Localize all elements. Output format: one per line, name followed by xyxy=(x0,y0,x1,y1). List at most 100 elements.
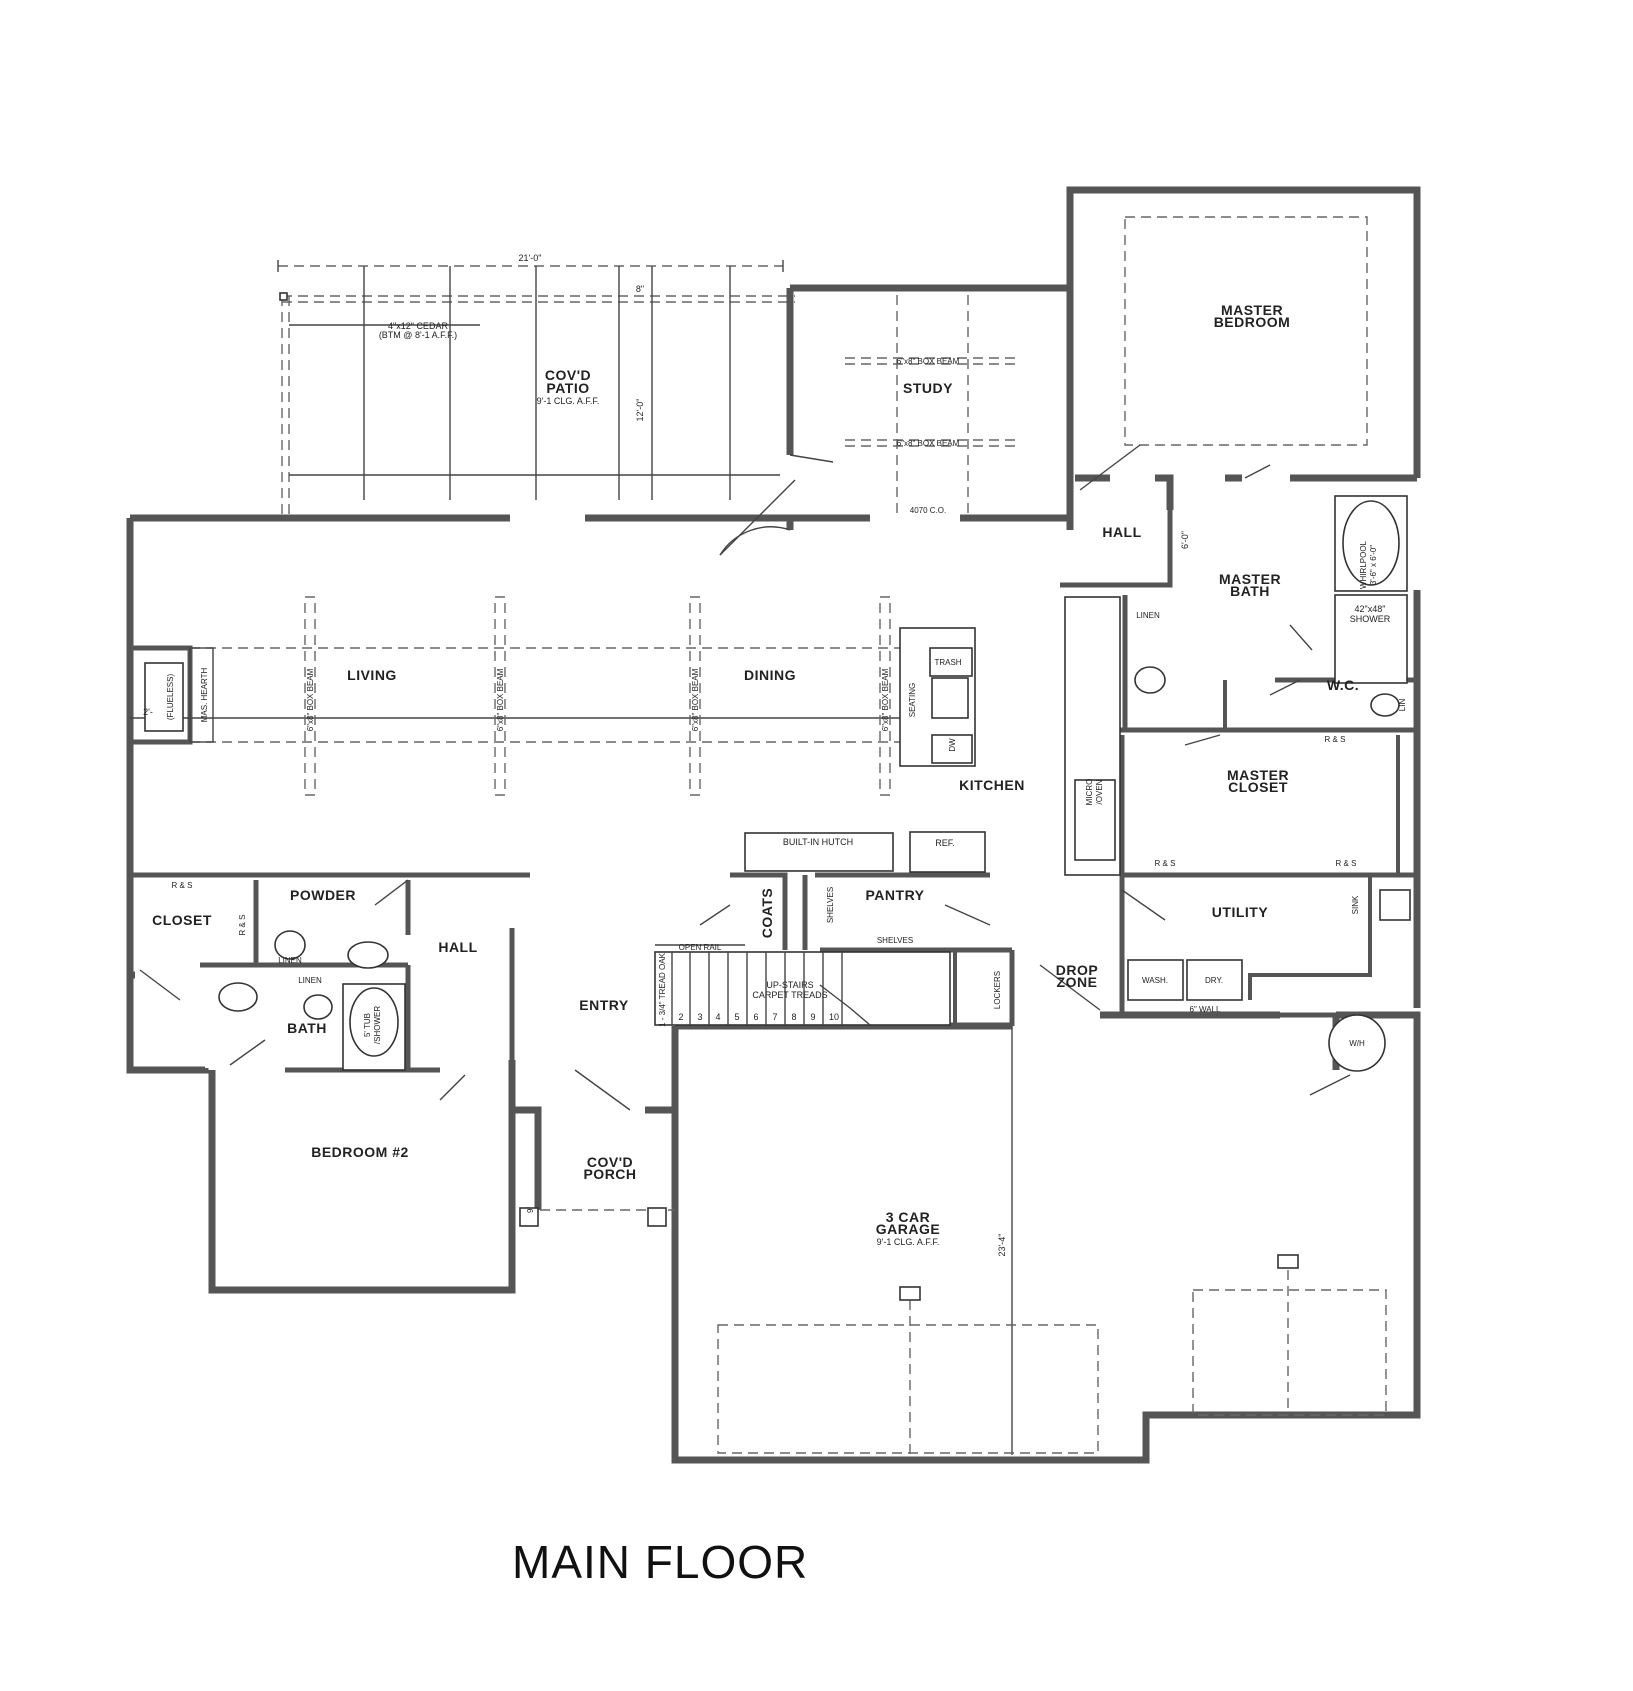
micro-oven-label: MICRO xyxy=(1085,779,1094,806)
stair-2: 2 xyxy=(678,1012,683,1022)
utility-label: UTILITY xyxy=(1212,904,1269,920)
linen-bath-2: LINEN xyxy=(298,976,322,985)
garage-details xyxy=(717,1026,1387,1455)
master-closet-label: MASTER xyxy=(1227,767,1289,783)
shelves-v-label: SHELVES xyxy=(826,887,835,923)
whirlpool-label-2: 3'-6" x 6'-0" xyxy=(1369,545,1378,585)
stair-4: 4 xyxy=(715,1012,720,1022)
dining-label: DINING xyxy=(744,667,796,683)
beam-note-1: 6"x8" BOX BEAM xyxy=(306,668,315,731)
beam-note-2: 6"x8" BOX BEAM xyxy=(496,668,505,731)
kitchen-label: KITCHEN xyxy=(959,777,1025,793)
porch-details xyxy=(519,1207,675,1227)
wall6-label: 6" WALL xyxy=(1190,1005,1222,1014)
dry-label: DRY. xyxy=(1205,976,1223,985)
sink-label: SINK xyxy=(1351,895,1360,914)
drop-zone-label: DROP xyxy=(1056,962,1098,978)
pantry-label: PANTRY xyxy=(866,887,925,903)
stair-6: 6 xyxy=(753,1012,758,1022)
hutch-label: BUILT-IN HUTCH xyxy=(783,837,853,847)
bath-fixtures xyxy=(218,495,1411,1072)
hearth-note: MAS. HEARTH xyxy=(200,668,209,723)
trash-label: TRASH xyxy=(934,658,961,667)
entry-label: ENTRY xyxy=(579,997,629,1013)
open-rail-label: OPEN RAIL xyxy=(679,943,722,952)
box-beam-note-2: 6"x8" BOX BEAM xyxy=(897,439,960,448)
master-bath-label: MASTER xyxy=(1219,571,1281,587)
coats-label: COATS xyxy=(759,888,775,938)
stair-8: 8 xyxy=(791,1012,796,1022)
linen-bath-1: LINEN xyxy=(278,956,302,965)
porch-9-dim: 9' xyxy=(526,1207,535,1213)
dw-label: DW xyxy=(948,738,957,752)
stairs xyxy=(654,944,951,1026)
rs-master-3: R & S xyxy=(1336,859,1357,868)
beam-note-3: 6"x8" BOX BEAM xyxy=(691,668,700,731)
master-bedroom-label: MASTER xyxy=(1221,302,1283,318)
upstairs-label-2: CARPET TREADS xyxy=(752,990,827,1000)
linen-master: LINEN xyxy=(1136,611,1160,620)
stair-9: 9 xyxy=(810,1012,815,1022)
door-swings xyxy=(139,444,1351,1111)
rs-master-1: R & S xyxy=(1325,735,1346,744)
rs-closet-2: R & S xyxy=(238,915,247,936)
patio-depth-dim: 12'-0" xyxy=(635,399,645,422)
master-bath-label-2: BATH xyxy=(1230,583,1270,599)
wh-label: W/H xyxy=(1349,1039,1365,1048)
shelf-6-dim: 6'-0" xyxy=(1180,531,1190,549)
hall-lower-label: HALL xyxy=(438,939,477,955)
porch-label-2: PORCH xyxy=(583,1166,636,1182)
tub-label: 5' TUB xyxy=(363,1013,372,1037)
wc-label: W.C. xyxy=(1327,677,1359,693)
hall-upper-label: HALL xyxy=(1102,524,1141,540)
shower-label-2: SHOWER xyxy=(1350,614,1391,624)
garage-depth-dim: 23'-4" xyxy=(997,1234,1007,1257)
micro-oven-label-2: /OVEN xyxy=(1095,779,1104,804)
stair-7: 7 xyxy=(772,1012,777,1022)
cedar-note-2: (BTM @ 8'-1 A.F.F.) xyxy=(379,330,457,340)
wash-label: WASH. xyxy=(1142,976,1168,985)
cedar-note: 4"x12" CEDAR xyxy=(388,321,448,331)
garage-ceiling: 9'-1 CLG. A.F.F. xyxy=(877,1237,940,1247)
plan-title: MAIN FLOOR xyxy=(512,1536,809,1588)
patio-ceiling: 9'-1 CLG. A.F.F. xyxy=(537,396,600,406)
master-bedroom-label-2: BEDROOM xyxy=(1214,314,1291,330)
drop-zone-label-2: ZONE xyxy=(1057,974,1098,990)
patio-label-2: PATIO xyxy=(546,380,589,396)
shower-label: 42"x48" xyxy=(1355,604,1386,614)
stair-10: 10 xyxy=(829,1012,839,1022)
ref-label: REF. xyxy=(935,838,955,848)
lockers-label: LOCKERS xyxy=(993,971,1002,1009)
stair-5: 5 xyxy=(734,1012,739,1022)
tub-label-2: /SHOWER xyxy=(373,1006,382,1044)
garage-label-2: GARAGE xyxy=(876,1221,940,1237)
stair-3: 3 xyxy=(697,1012,702,1022)
porch-label: COV'D xyxy=(587,1154,633,1170)
living-label: LIVING xyxy=(347,667,397,683)
powder-label: POWDER xyxy=(290,887,356,903)
patio-label: COV'D xyxy=(545,367,591,383)
door-4070-note: 4070 C.O. xyxy=(910,506,946,515)
lin-wc: LIN xyxy=(1398,699,1407,712)
kitchen-island xyxy=(899,627,976,767)
shelves-label: SHELVES xyxy=(877,936,913,945)
flueless-note: (FLUELESS) xyxy=(166,674,175,721)
garage-label: 3 CAR xyxy=(886,1209,931,1225)
patio-width-dim: 21'-0" xyxy=(519,253,542,263)
exterior-walls xyxy=(126,186,1421,1464)
patio-8-dim: 8" xyxy=(636,284,644,294)
rs-master-2: R & S xyxy=(1155,859,1176,868)
annotations: 21'-0" 8" 4"x12" CEDAR (BTM @ 8'-1 A.F.F… xyxy=(143,253,1407,1256)
room-labels: COV'D PATIO 9'-1 CLG. A.F.F. STUDY MASTE… xyxy=(152,302,1359,1247)
rs-closet-1: R & S xyxy=(172,881,193,890)
tread-label: 1 - 3/4" TREAD OAK xyxy=(658,952,667,1026)
fireplace xyxy=(144,647,214,743)
whirlpool-label: WHIRLPOOL xyxy=(1359,540,1368,589)
study-label: STUDY xyxy=(903,380,953,396)
box-beams xyxy=(130,216,1368,796)
bedroom2-label: BEDROOM #2 xyxy=(311,1144,409,1160)
upstairs-label: UP-STAIRS xyxy=(766,980,813,990)
covered-patio xyxy=(277,260,795,514)
seating-label: SEATING xyxy=(908,683,917,718)
